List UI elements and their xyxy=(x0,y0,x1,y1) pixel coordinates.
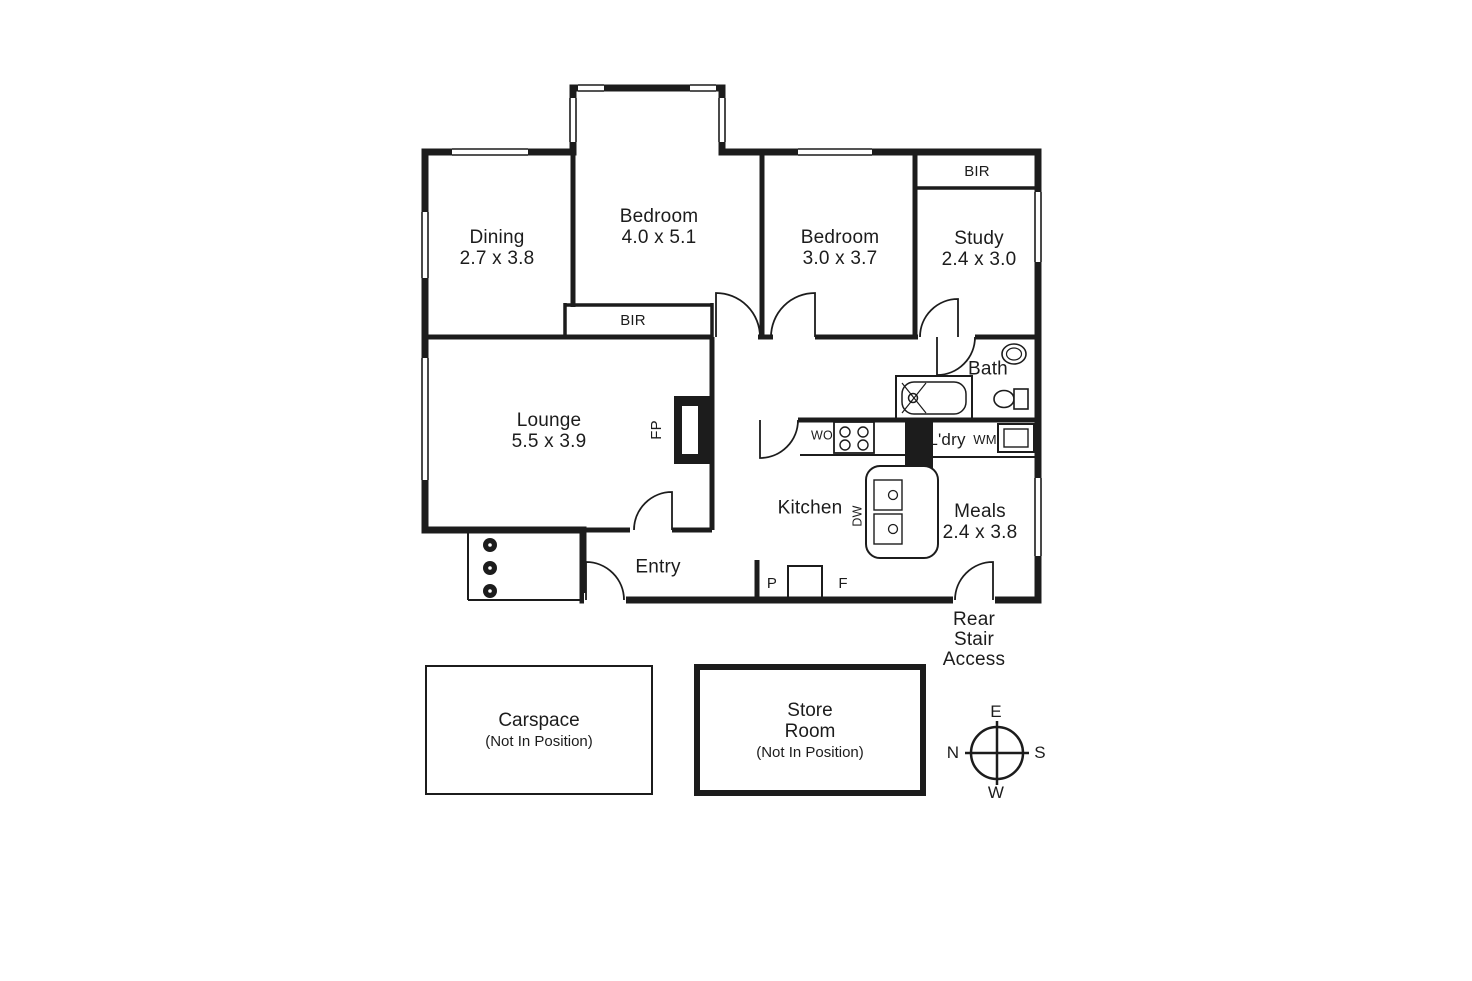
laundry-fixtures xyxy=(912,423,1036,458)
door-kitchen xyxy=(759,419,799,459)
label-washing-machine: WM xyxy=(973,432,997,447)
label-laundry: L'dry xyxy=(928,430,966,449)
carspace-name: Carspace xyxy=(498,710,580,731)
store-room-box: Store Room (Not In Position) xyxy=(694,664,926,796)
room-name: Lounge xyxy=(516,410,582,431)
label-bir-study: BIR xyxy=(964,163,990,180)
store-room-note: (Not In Position) xyxy=(756,743,864,761)
door-bedroom1 xyxy=(715,292,761,338)
room-label-bath: Bath xyxy=(968,358,1008,380)
interior-walls xyxy=(425,152,1038,600)
label-fireplace: FP xyxy=(648,420,665,440)
bath-fixtures xyxy=(895,343,1029,421)
room-label-bedroom1: Bedroom 4.0 x 5.1 xyxy=(620,206,699,248)
label-bir-bedroom: BIR xyxy=(620,312,646,329)
room-label-kitchen: Kitchen xyxy=(777,497,843,519)
door-bath xyxy=(936,336,976,376)
pantry-box xyxy=(787,565,823,599)
porch xyxy=(467,532,583,601)
fireplace xyxy=(674,396,712,464)
room-label-bedroom2: Bedroom 3.0 x 3.7 xyxy=(801,227,880,269)
wall-stub xyxy=(905,420,933,468)
room-label-study: Study 2.4 x 3.0 xyxy=(942,228,1017,270)
carspace-box: Carspace (Not In Position) xyxy=(425,665,653,795)
room-label-dining: Dining 2.7 x 3.8 xyxy=(460,227,535,269)
cooktop xyxy=(833,421,875,454)
door-study xyxy=(919,298,959,338)
room-name: Bedroom xyxy=(800,227,880,248)
door-gaps xyxy=(584,593,995,607)
room-dims: 4.0 x 5.1 xyxy=(621,227,697,248)
toilet xyxy=(993,389,1015,409)
compass-top: E xyxy=(990,702,1002,721)
label-wall-oven: WO xyxy=(811,428,833,443)
label-pantry: P xyxy=(766,575,778,592)
label-fridge: F xyxy=(838,575,848,592)
room-dims: 2.4 x 3.8 xyxy=(942,522,1018,543)
room-name: Meals xyxy=(954,501,1006,522)
doors xyxy=(585,292,994,601)
room-name: Dining xyxy=(469,227,525,248)
room-name: Study xyxy=(954,228,1004,249)
compass-left: N xyxy=(946,743,960,762)
room-label-lounge: Lounge 5.5 x 3.9 xyxy=(512,410,587,452)
room-dims: 5.5 x 3.9 xyxy=(511,431,587,452)
door-lounge xyxy=(633,491,673,531)
door-rear xyxy=(954,561,994,601)
room-dims: 3.0 x 3.7 xyxy=(802,248,878,269)
store-room-name: Store Room xyxy=(784,699,836,742)
room-dims: 2.7 x 3.8 xyxy=(459,248,535,269)
label-rear-stair-access: Rear Stair Access xyxy=(942,609,1006,670)
label-dishwasher: DW xyxy=(850,505,865,527)
room-label-meals: Meals 2.4 x 3.8 xyxy=(943,501,1018,543)
carspace-note: (Not In Position) xyxy=(485,733,593,750)
compass-bottom: W xyxy=(987,783,1005,802)
compass-rose xyxy=(965,721,1029,785)
compass-right: S xyxy=(1034,743,1046,762)
door-entry xyxy=(585,561,625,601)
kitchen-fixtures xyxy=(787,420,939,599)
windows xyxy=(418,81,1045,556)
room-dims: 2.4 x 3.0 xyxy=(941,249,1017,270)
room-label-entry: Entry xyxy=(635,556,681,578)
door-bedroom2 xyxy=(770,292,816,338)
robe-fronts xyxy=(563,186,1038,339)
room-name: Bedroom xyxy=(619,206,699,227)
